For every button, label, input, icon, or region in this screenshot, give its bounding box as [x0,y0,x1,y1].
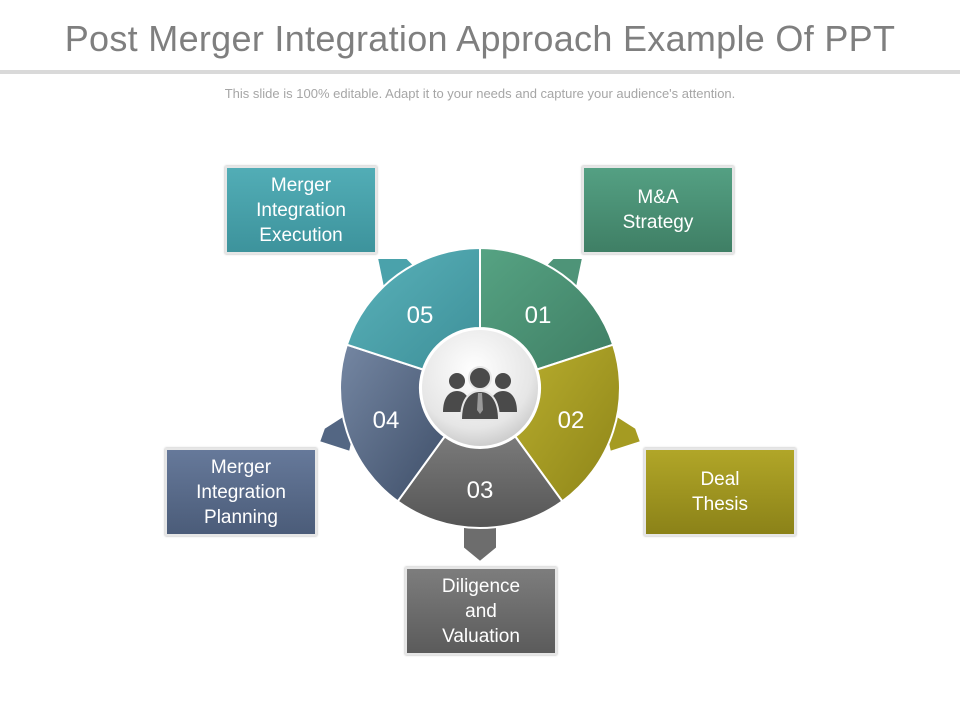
label-box-01: M&A Strategy [582,166,734,254]
segment-number-04: 04 [373,407,400,434]
slide-title: Post Merger Integration Approach Example… [64,18,896,59]
segment-number-03: 03 [467,477,494,504]
segment-number-01: 01 [525,302,552,329]
label-box-02: Deal Thesis [644,448,796,536]
team-icon [443,366,517,421]
segment-number-02: 02 [558,407,585,434]
segment-02 [513,343,621,503]
segment-number-05: 05 [407,302,434,329]
label-box-05: Merger Integration Execution [225,166,377,254]
segment-01 [479,246,615,371]
segment-05 [345,246,481,371]
slide-subtitle: This slide is 100% editable. Adapt it to… [224,86,736,101]
title-divider [0,70,960,74]
label-box-04: Merger Integration Planning [165,448,317,536]
label-box-03: Diligence and Valuation [405,567,557,655]
